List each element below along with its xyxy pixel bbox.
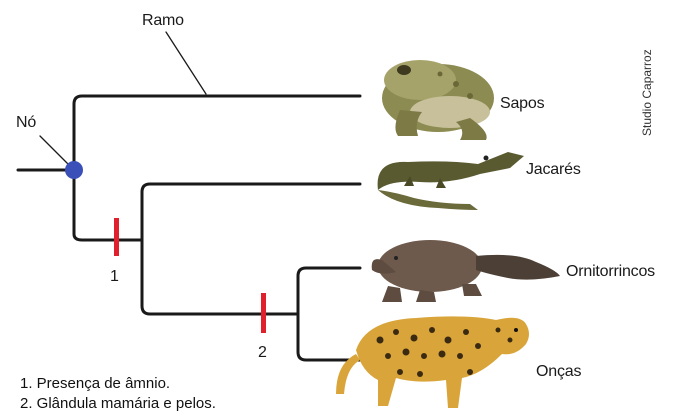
mark-1-label: 1 (110, 268, 119, 286)
image-credit: Studio Caparroz (640, 16, 660, 136)
taxon-label-oncas: Onças (536, 363, 581, 381)
branch-amniota (74, 170, 142, 240)
branch-mammalia (142, 240, 298, 314)
pointer-ramo (166, 32, 206, 94)
legend: 1. Presença de âmnio. 2. Glândula mamári… (20, 374, 216, 414)
node-label: Nó (16, 114, 36, 132)
pointer-no (40, 136, 68, 164)
mark-2-label: 2 (258, 344, 267, 362)
toad-icon (382, 60, 494, 140)
caiman-icon (378, 152, 524, 210)
platypus-icon (372, 240, 560, 302)
branch-oncas (298, 314, 360, 360)
branch-ornitorrincos (298, 268, 360, 314)
node-circle (65, 161, 83, 179)
mark-2 (261, 293, 266, 333)
taxon-label-sapos: Sapos (500, 95, 544, 113)
branch-label: Ramo (142, 12, 184, 30)
legend-item-1: 1. Presença de âmnio. (20, 374, 216, 394)
taxon-label-jacares: Jacarés (526, 161, 581, 179)
branch-jacares (142, 184, 360, 240)
taxon-label-ornitorrincos: Ornitorrincos (566, 263, 655, 281)
jaguar-icon (336, 316, 529, 408)
legend-item-2: 2. Glândula mamária e pelos. (20, 394, 216, 414)
branch-sapos (74, 96, 360, 170)
mark-1 (114, 218, 119, 256)
